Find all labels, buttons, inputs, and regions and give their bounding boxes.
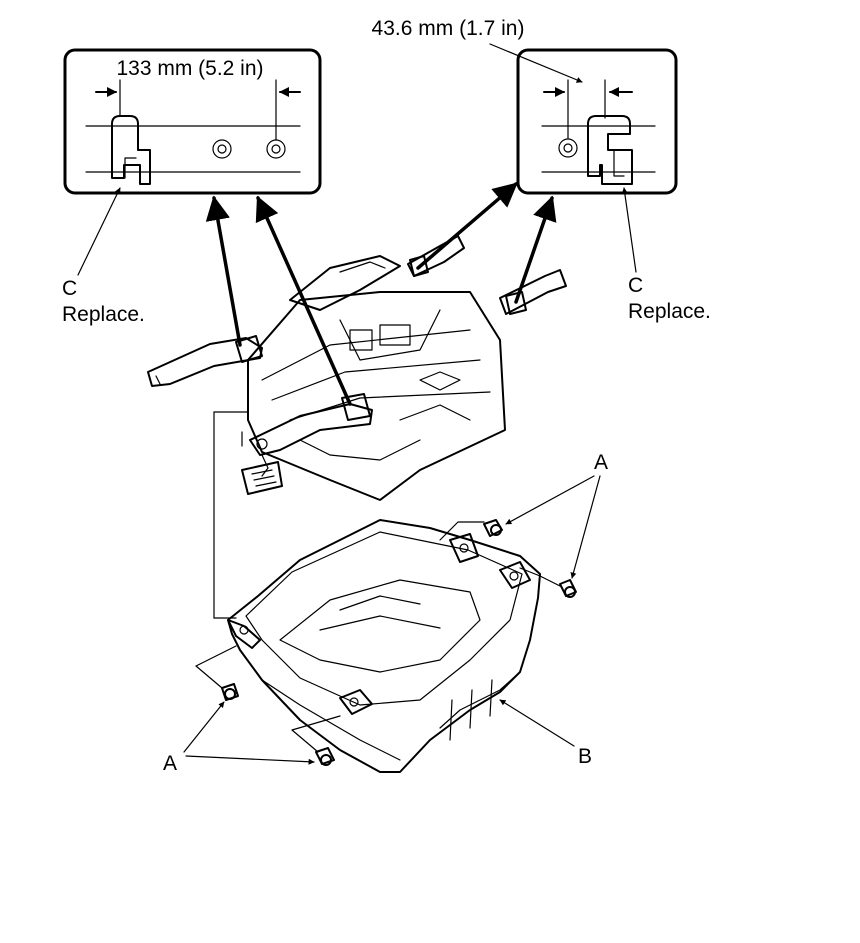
detail-arrows bbox=[205, 182, 557, 406]
bolt-lower-1 bbox=[221, 683, 239, 701]
c-right-note: Replace. bbox=[628, 300, 711, 323]
battery-module-assembly bbox=[147, 235, 567, 501]
right-dimension-label: 43.6 mm (1.7 in) bbox=[372, 17, 525, 40]
c-right-leader bbox=[621, 187, 637, 273]
a-upper-leader-1 bbox=[505, 475, 595, 525]
a-lower-label: A bbox=[163, 752, 177, 775]
b-label: B bbox=[578, 745, 592, 768]
c-left-leader bbox=[77, 187, 121, 276]
alignment-lines bbox=[213, 411, 249, 619]
a-lower-leader-1 bbox=[183, 701, 225, 753]
b-leader bbox=[499, 699, 575, 747]
a-upper-label: A bbox=[594, 451, 608, 474]
a-lower-leader-2 bbox=[185, 755, 315, 765]
c-left-note: Replace. bbox=[62, 303, 145, 326]
bolt-guide-lines bbox=[195, 521, 561, 753]
right-detail-box bbox=[489, 43, 678, 195]
battery-tray bbox=[227, 519, 541, 773]
c-left-letter: C bbox=[62, 277, 77, 300]
c-right-letter: C bbox=[628, 274, 643, 297]
left-dimension-label: 133 mm (5.2 in) bbox=[116, 57, 263, 80]
left-detail-box bbox=[63, 48, 322, 195]
bolt-upper-2 bbox=[559, 579, 577, 598]
bolt-upper-1 bbox=[483, 519, 503, 537]
a-upper-leader-2 bbox=[570, 475, 601, 579]
bolt-lower-2 bbox=[315, 747, 335, 766]
